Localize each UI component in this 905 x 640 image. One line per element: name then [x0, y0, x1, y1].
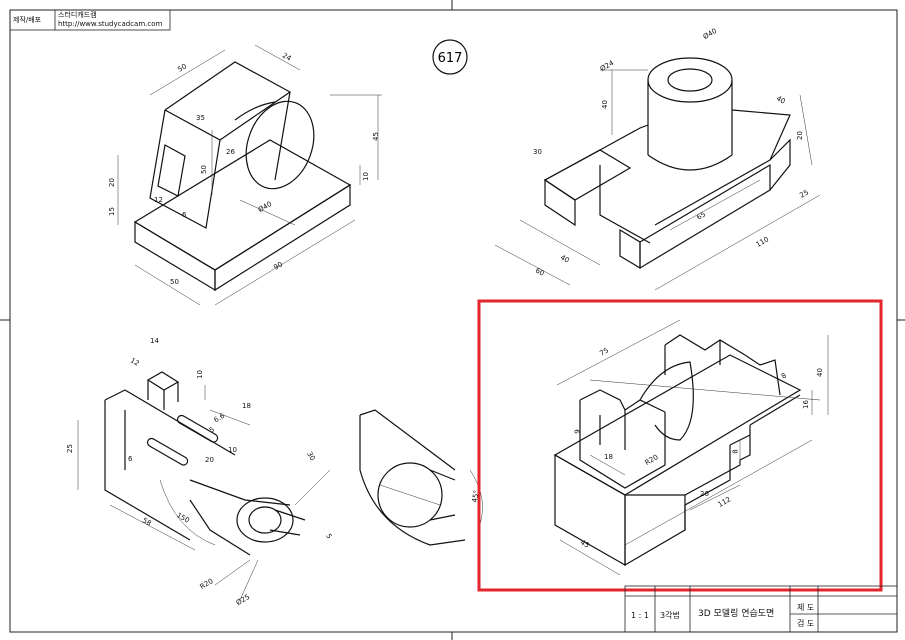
detail-view: [359, 409, 466, 546]
dim-text: 30: [533, 148, 542, 156]
dim-text: 26: [226, 148, 235, 156]
sheet-number: 617: [438, 51, 463, 66]
dim-text: 50: [170, 278, 179, 286]
dim-lines-top-right: [494, 69, 821, 291]
dim-text: 40: [815, 368, 824, 377]
part-top-left: [133, 61, 352, 292]
dim-text: 10: [361, 172, 370, 181]
title-name: 3D 모델링 연습도면: [698, 609, 775, 619]
dim-text: 18: [604, 453, 613, 461]
dim-text: 50: [199, 165, 208, 174]
dim-text: 15: [107, 207, 116, 216]
dim-lines-bottom-right: [556, 319, 829, 576]
title-checked: 검 도: [797, 619, 815, 628]
dim-text: 20: [107, 178, 116, 187]
title-block: [624, 585, 898, 633]
part-bottom-left: [104, 371, 306, 556]
dim-text: 25: [65, 444, 74, 453]
dim-text: 16: [801, 400, 810, 409]
header-company: 스터디캐드캠: [58, 11, 97, 19]
dim-text: 12: [154, 196, 163, 204]
dim-text: 9: [573, 429, 582, 434]
dim-lines-bottom-left: [77, 385, 331, 601]
title-drawn: 제 도: [797, 603, 815, 612]
dim-text: 40: [600, 100, 609, 109]
dim-text: 26: [700, 490, 709, 498]
title-scale: 1 : 1: [631, 611, 649, 620]
dim-text: 18: [242, 402, 251, 410]
dim-text: 10: [228, 446, 237, 454]
part-bottom-right: [553, 334, 802, 567]
dim-lines-detail: [379, 469, 483, 531]
dim-lines-top-left: [117, 44, 382, 306]
dim-text: 6: [182, 211, 187, 219]
header-label: 제작/배포: [13, 16, 42, 24]
highlight-box: [477, 299, 883, 592]
header-box: [9, 9, 171, 31]
dim-text: 14: [150, 337, 159, 345]
header-url[interactable]: http://www.studycadcam.com: [58, 20, 163, 28]
dim-text: 8: [731, 449, 740, 454]
dim-text: 20: [205, 456, 214, 464]
sheet-number-circle: [432, 39, 468, 75]
title-projection: 3각법: [660, 611, 680, 620]
dim-text: 6: [128, 455, 133, 463]
part-top-right: [543, 57, 791, 270]
dim-text: 20: [795, 131, 804, 140]
dim-text: 10: [195, 370, 204, 379]
dim-text: 45: [371, 132, 380, 141]
dim-text: 35: [196, 114, 205, 122]
